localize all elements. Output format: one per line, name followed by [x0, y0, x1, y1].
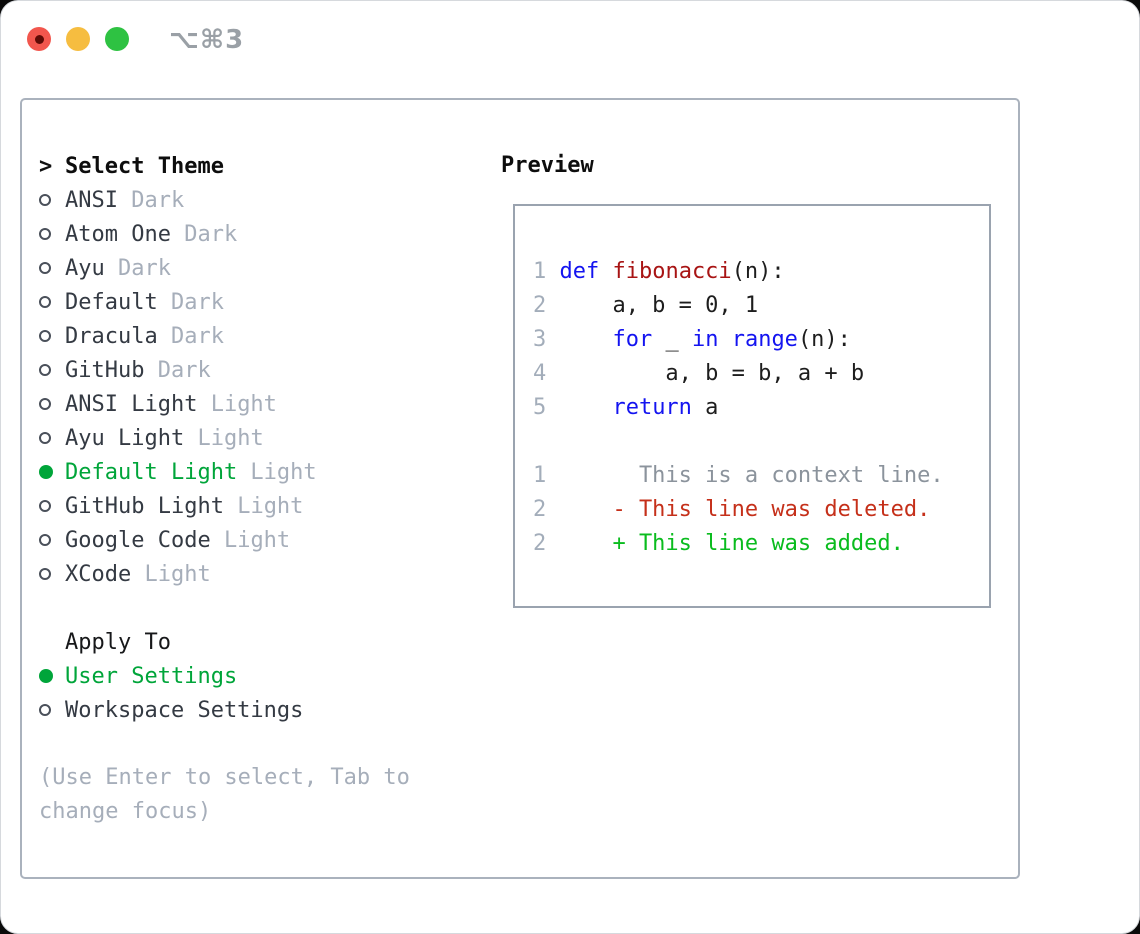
- apply-option-label: User Settings: [65, 663, 238, 689]
- radio-icon: [39, 364, 65, 376]
- code-line: 2 + This line was added.: [533, 527, 944, 561]
- theme-option-github-dark[interactable]: GitHub Dark: [39, 353, 410, 387]
- radio-icon: [39, 262, 65, 274]
- apply-option-user-settings[interactable]: User Settings: [39, 659, 410, 693]
- theme-option-atom-one-dark[interactable]: Atom One Dark: [39, 217, 410, 251]
- line-number: 5: [533, 395, 547, 420]
- theme-option-ayu-dark[interactable]: Ayu Dark: [39, 251, 410, 285]
- radio-icon: [39, 500, 65, 512]
- line-number: 4: [533, 361, 547, 386]
- code-line: 2 a, b = 0, 1: [533, 289, 944, 323]
- line-number: 2: [533, 497, 547, 522]
- theme-option-dracula-dark[interactable]: Dracula Dark: [39, 319, 410, 353]
- theme-name: Atom One: [65, 221, 171, 247]
- theme-variant: Light: [131, 561, 211, 587]
- radio-icon: [39, 330, 65, 342]
- minimize-button[interactable]: [66, 27, 90, 51]
- code-line: 3 for _ in range(n):: [533, 323, 944, 357]
- theme-option-xcode-light[interactable]: XCode Light: [39, 557, 410, 591]
- theme-name: Default: [65, 289, 158, 315]
- radio-selected-icon: [39, 465, 65, 479]
- radio-icon: [39, 194, 65, 206]
- code-line: [533, 425, 944, 459]
- theme-list-header: > Select Theme: [39, 149, 410, 183]
- code-line: 5 return a: [533, 391, 944, 425]
- theme-name: Default Light: [65, 459, 238, 485]
- apply-to-header: Apply To: [39, 625, 410, 659]
- theme-option-default-dark[interactable]: Default Dark: [39, 285, 410, 319]
- preview-title: Preview: [501, 153, 594, 178]
- radio-icon: [39, 398, 65, 410]
- code-line: 1 This is a context line.: [533, 459, 944, 493]
- theme-option-github-light-light[interactable]: GitHub Light Light: [39, 489, 410, 523]
- code-line: 2 - This line was deleted.: [533, 493, 944, 527]
- line-number: 3: [533, 327, 547, 352]
- radio-selected-icon: [39, 669, 65, 683]
- radio-icon: [39, 704, 65, 716]
- apply-option-label: Workspace Settings: [65, 697, 304, 723]
- theme-name: Dracula: [65, 323, 158, 349]
- radio-icon: [39, 228, 65, 240]
- theme-name: Ayu: [65, 255, 105, 281]
- theme-list-title: Select Theme: [65, 153, 224, 179]
- title-bar: ⌥⌘3: [1, 1, 1139, 77]
- theme-variant: Dark: [157, 323, 224, 349]
- theme-option-google-code-light[interactable]: Google Code Light: [39, 523, 410, 557]
- theme-variant: Dark: [170, 221, 238, 247]
- line-number: 2: [533, 531, 547, 556]
- spacer: [39, 727, 410, 761]
- code-line: 4 a, b = b, a + b: [533, 357, 944, 391]
- apply-to-title: Apply To: [65, 629, 171, 655]
- line-number: 2: [533, 293, 547, 318]
- apply-option-workspace-settings[interactable]: Workspace Settings: [39, 693, 410, 727]
- close-button[interactable]: [27, 27, 51, 51]
- selection-chevron-icon: >: [39, 153, 53, 179]
- theme-name: Ayu Light: [65, 425, 185, 451]
- traffic-lights: [27, 27, 129, 51]
- radio-icon: [39, 296, 65, 308]
- theme-option-ayu-light-light[interactable]: Ayu Light Light: [39, 421, 410, 455]
- theme-name: Google Code: [65, 527, 211, 553]
- theme-variant: Light: [184, 425, 264, 451]
- window-title: ⌥⌘3: [169, 25, 245, 55]
- theme-variant: Light: [197, 391, 277, 417]
- theme-option-default-light-light[interactable]: Default Light Light: [39, 455, 410, 489]
- theme-name: XCode: [65, 561, 132, 587]
- radio-icon: [39, 568, 65, 580]
- close-dot-icon: [34, 34, 44, 44]
- theme-variant: Dark: [117, 187, 185, 213]
- spacer: [39, 591, 410, 625]
- radio-icon: [39, 432, 65, 444]
- theme-name: GitHub: [65, 357, 145, 383]
- theme-variant: Light: [237, 459, 317, 485]
- theme-variant: Light: [210, 527, 291, 553]
- theme-option-ansi-dark[interactable]: ANSI Dark: [39, 183, 410, 217]
- theme-name: GitHub Light: [65, 493, 224, 519]
- theme-option-ansi-light-light[interactable]: ANSI Light Light: [39, 387, 410, 421]
- theme-variant: Light: [223, 493, 304, 519]
- theme-variant: Dark: [157, 289, 224, 315]
- line-number: 1: [533, 463, 547, 488]
- line-number: 1: [533, 259, 547, 284]
- radio-icon: [39, 534, 65, 546]
- theme-variant: Dark: [144, 357, 211, 383]
- keyboard-hint: (Use Enter to select, Tab to change focu…: [39, 765, 410, 824]
- theme-variant: Dark: [104, 255, 171, 281]
- theme-name: ANSI Light: [65, 391, 198, 417]
- theme-name: ANSI: [65, 187, 118, 213]
- zoom-button[interactable]: [105, 27, 129, 51]
